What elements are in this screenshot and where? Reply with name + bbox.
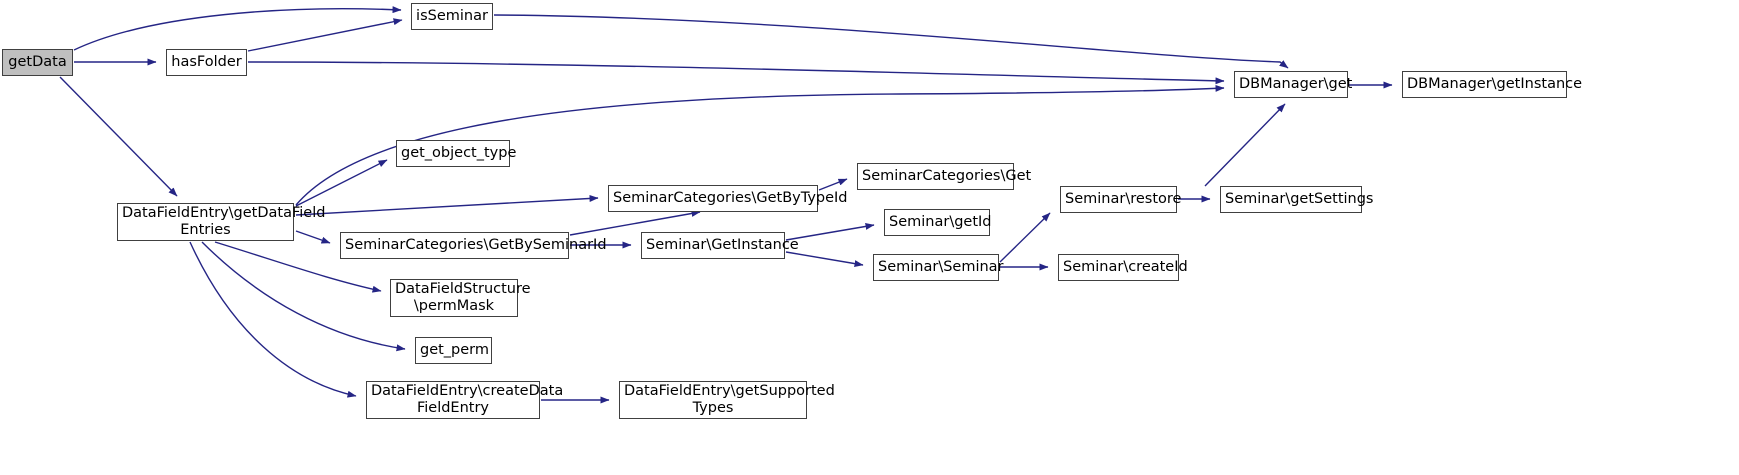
edge-getDataFields-getObjectType — [295, 159, 388, 207]
graph-node-semSeminar[interactable]: Seminar\Seminar — [873, 254, 1004, 281]
graph-node-dbmanagerGet[interactable]: DBManager\get — [1234, 71, 1353, 98]
graph-node-label: DataFieldStructure \permMask — [395, 281, 531, 314]
graph-node-label: DataFieldEntry\createData FieldEntry — [371, 383, 564, 416]
graph-node-getSupported[interactable]: DataFieldEntry\getSupported Types — [619, 381, 835, 419]
graph-node-semGetSettings[interactable]: Seminar\getSettings — [1220, 186, 1374, 213]
graph-node-scGetByTypeId[interactable]: SeminarCategories\GetByTypeId — [608, 185, 848, 212]
graph-node-label: Seminar\getSettings — [1225, 191, 1374, 207]
graph-node-createDFE[interactable]: DataFieldEntry\createData FieldEntry — [366, 381, 564, 419]
graph-node-getPerm[interactable]: get_perm — [415, 337, 492, 364]
edge-semGetInstance-semGetId — [785, 222, 875, 241]
graph-node-label: get_object_type — [401, 145, 517, 161]
graph-node-getData[interactable]: getData — [2, 49, 73, 76]
edge-semSeminar-semRestore — [999, 212, 1051, 263]
graph-node-label: Seminar\createId — [1063, 259, 1188, 275]
edge-hasFolder-dbmanagerGet — [247, 61, 1225, 85]
graph-node-hasFolder[interactable]: hasFolder — [166, 49, 247, 76]
graph-node-label: SeminarCategories\GetByTypeId — [613, 190, 848, 206]
graph-node-scGet[interactable]: SeminarCategories\Get — [857, 163, 1032, 190]
graph-node-label: Seminar\getId — [889, 214, 992, 230]
graph-node-semCreateId[interactable]: Seminar\createId — [1058, 254, 1188, 281]
edge-getData-getDataFields — [59, 76, 178, 197]
edge-semRestore-dbmanagerGet — [1204, 103, 1286, 187]
edge-isSeminar-dbmanagerGet — [493, 14, 1289, 69]
graph-node-label: DataFieldEntry\getDataField Entries — [122, 205, 326, 238]
graph-node-label: getData — [8, 54, 67, 70]
edge-getData-isSeminar — [73, 6, 402, 51]
graph-node-label: DataFieldEntry\getSupported Types — [624, 383, 835, 416]
graph-node-label: isSeminar — [416, 8, 488, 24]
edge-hasFolder-isSeminar — [247, 18, 403, 52]
graph-node-isSeminar[interactable]: isSeminar — [411, 3, 493, 30]
graph-node-label: Seminar\restore — [1065, 191, 1182, 207]
graph-node-label: Seminar\GetInstance — [646, 237, 799, 253]
edge-getDataFields-scGetBySemId — [295, 230, 331, 244]
graph-node-label: SeminarCategories\GetBySeminarId — [345, 237, 607, 253]
graph-node-scGetBySemId[interactable]: SeminarCategories\GetBySeminarId — [340, 232, 607, 259]
graph-node-dfsPermMask[interactable]: DataFieldStructure \permMask — [390, 279, 531, 317]
graph-node-getObjectType[interactable]: get_object_type — [396, 140, 517, 167]
graph-node-dbmanagerInst[interactable]: DBManager\getInstance — [1402, 71, 1583, 98]
graph-node-label: Seminar\Seminar — [878, 259, 1004, 275]
edge-getDataFields-scGetByTypeId — [295, 194, 599, 216]
graph-node-semRestore[interactable]: Seminar\restore — [1060, 186, 1182, 213]
edge-getDataFields-createDFE — [189, 241, 357, 398]
graph-node-getDataFields[interactable]: DataFieldEntry\getDataField Entries — [117, 203, 326, 241]
graph-node-label: get_perm — [420, 342, 490, 358]
graph-node-semGetInstance[interactable]: Seminar\GetInstance — [641, 232, 799, 259]
graph-node-label: DBManager\get — [1239, 76, 1353, 92]
graph-node-semGetId[interactable]: Seminar\getId — [884, 209, 992, 236]
graph-node-label: DBManager\getInstance — [1407, 76, 1583, 92]
edge-semGetInstance-semSeminar — [785, 251, 864, 268]
graph-node-label: SeminarCategories\Get — [862, 168, 1032, 184]
edge-scGetByTypeId-scGet — [818, 178, 848, 191]
graph-node-label: hasFolder — [171, 54, 242, 70]
